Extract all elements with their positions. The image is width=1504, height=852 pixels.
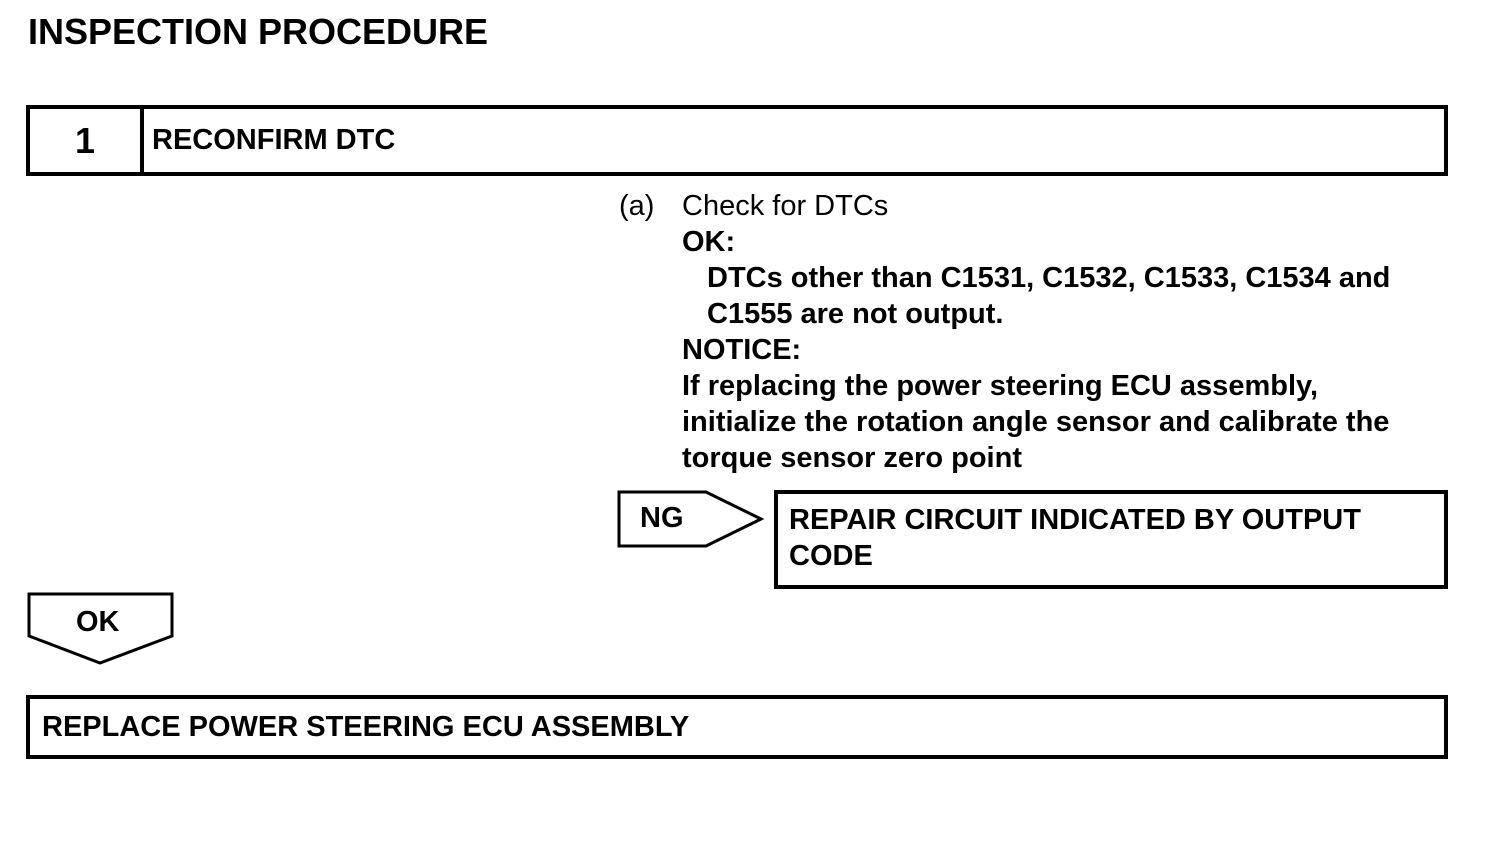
step-header: 1 RECONFIRM DTC [26, 105, 1448, 176]
ok-criteria-line: C1555 are not output. [707, 298, 1004, 330]
ok-result-box: REPLACE POWER STEERING ECU ASSEMBLY [26, 695, 1448, 759]
ng-result-box: REPAIR CIRCUIT INDICATED BY OUTPUT CODE [774, 490, 1448, 589]
notice-line: torque sensor zero point [682, 442, 1022, 474]
ng-arrow-shape [617, 490, 765, 548]
notice-heading: NOTICE: [682, 334, 802, 366]
ok-arrow-shape [27, 592, 174, 665]
ok-criteria-line: DTCs other than C1531, C1532, C1533, C15… [707, 262, 1391, 294]
ng-result-line: CODE [789, 540, 873, 572]
ok-label: OK [76, 606, 120, 638]
ng-label: NG [640, 502, 684, 534]
substep-marker: (a) [619, 190, 655, 222]
notice-line: If replacing the power steering ECU asse… [682, 370, 1319, 402]
substep-content: Check for DTCs OK: DTCs other than C1531… [682, 188, 1452, 476]
ok-criteria-heading: OK: [682, 226, 736, 258]
ng-result-line: REPAIR CIRCUIT INDICATED BY OUTPUT [789, 504, 1361, 536]
step-title: RECONFIRM DTC [152, 124, 396, 156]
substep-instruction: Check for DTCs [682, 190, 889, 222]
page-title: INSPECTION PROCEDURE [28, 11, 489, 52]
notice-line: initialize the rotation angle sensor and… [682, 406, 1390, 438]
step-number: 1 [30, 109, 144, 172]
